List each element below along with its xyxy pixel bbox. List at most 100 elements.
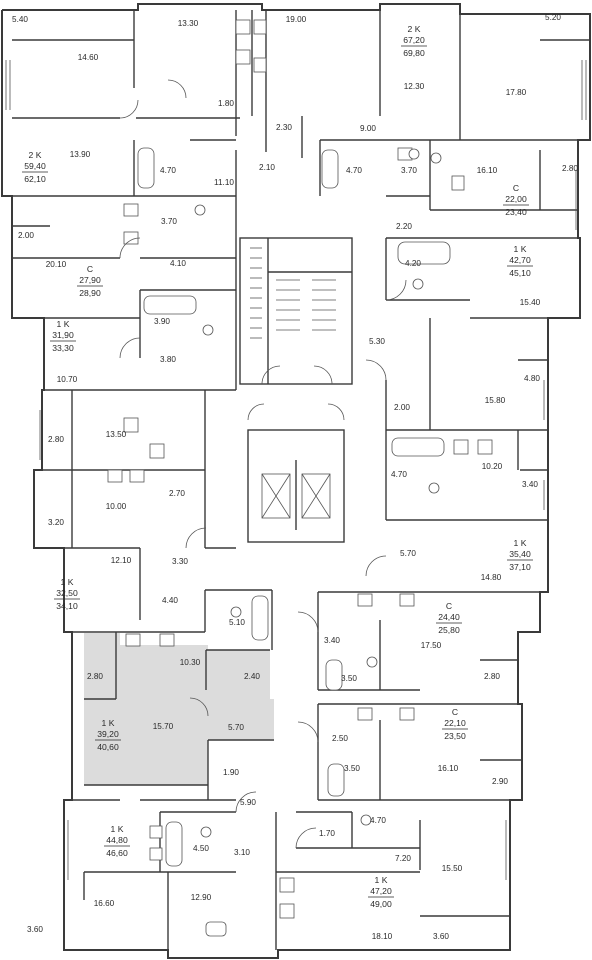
room-area-r-10-70: 10.70 — [57, 375, 78, 384]
room-area-r-16-60: 16.60 — [94, 899, 115, 908]
room-area-r-2-80a: 2.80 — [562, 164, 578, 173]
room-area-r-2-20: 2.20 — [396, 222, 412, 231]
apartment-type: C — [87, 264, 93, 274]
room-area-r-15-40: 15.40 — [520, 298, 541, 307]
apartment-type: 1 K — [375, 875, 388, 885]
apartment-type: C — [513, 183, 519, 193]
apartment-living-area: 67,20 — [403, 35, 425, 45]
room-area-r-5-10: 5.10 — [229, 618, 245, 627]
room-area-r-3-50b: 3.50 — [344, 764, 360, 773]
room-area-r-4-70d: 4.70 — [370, 816, 386, 825]
room-area-r-3-60a: 3.60 — [27, 925, 43, 934]
apartment-label-apt-1k-d[interactable]: 1 K32,50 34,10 — [54, 577, 80, 611]
room-area-r-2-00b: 2.00 — [394, 403, 410, 412]
room-area-r-10-20: 10.20 — [482, 462, 503, 471]
apartment-living-area: 22,00 — [505, 194, 527, 204]
room-area-r-3-40a: 3.40 — [522, 480, 538, 489]
elevator-shafts — [261, 473, 331, 519]
room-area-r-3-10: 3.10 — [234, 848, 250, 857]
room-area-r-7-20: 7.20 — [395, 854, 411, 863]
apartment-living-area: 22,10 — [444, 718, 466, 728]
room-area-r-5-70b: 5.70 — [228, 723, 244, 732]
kitchen-fixtures — [107, 19, 493, 919]
room-area-r-15-50: 15.50 — [442, 864, 463, 873]
apartment-total-area: 23,40 — [505, 207, 527, 217]
room-area-r-19-00: 19.00 — [286, 15, 307, 24]
room-area-r-3-60b: 3.60 — [433, 932, 449, 941]
apartment-total-area: 33,30 — [52, 343, 74, 353]
room-area-r-4-70b: 4.70 — [346, 166, 362, 175]
room-area-r-15-80: 15.80 — [485, 396, 506, 405]
room-area-r-2-80b: 2.80 — [48, 435, 64, 444]
room-area-r-5-20: 5.20 — [545, 13, 561, 22]
room-area-r-2-00a: 2.00 — [18, 231, 34, 240]
room-area-r-15-70: 15.70 — [153, 722, 174, 731]
apartment-total-area: 28,90 — [79, 288, 101, 298]
apartment-label-apt-c-a[interactable]: C22,00 23,40 — [503, 183, 529, 217]
room-area-r-10-00: 10.00 — [106, 502, 127, 511]
stairwell — [250, 247, 336, 339]
room-area-r-5-70a: 5.70 — [400, 549, 416, 558]
room-area-r-1-80a: 1.80 — [218, 99, 234, 108]
room-area-r-3-80: 3.80 — [160, 355, 176, 364]
apartment-total-area: 34,10 — [56, 601, 78, 611]
apartment-type: 1 K — [514, 244, 527, 254]
room-area-r-16-10a: 16.10 — [477, 166, 498, 175]
apartment-type: 2 K — [29, 150, 42, 160]
room-area-r-17-80: 17.80 — [506, 88, 527, 97]
room-area-r-2-80c: 2.80 — [87, 672, 103, 681]
room-area-r-4-10: 4.10 — [170, 259, 186, 268]
apartment-total-area: 40,60 — [97, 742, 119, 752]
apartment-total-area: 46,60 — [106, 848, 128, 858]
partition-walls — [12, 10, 590, 950]
highlighted-apartment[interactable] — [84, 633, 274, 785]
room-area-r-18-10: 18.10 — [372, 932, 393, 941]
room-area-r-13-90: 13.90 — [70, 150, 91, 159]
room-area-r-12-30: 12.30 — [404, 82, 425, 91]
apartment-total-area: 37,10 — [509, 562, 531, 572]
apartment-type: 1 K — [57, 319, 70, 329]
room-area-r-2-90: 2.90 — [492, 777, 508, 786]
apartment-type: 1 K — [102, 718, 115, 728]
apartment-type: 1 K — [111, 824, 124, 834]
apartment-total-area: 69,80 — [403, 48, 425, 58]
room-area-r-5-40: 5.40 — [12, 15, 28, 24]
room-area-r-11-10: 11.10 — [214, 178, 234, 187]
apartment-type: 1 K — [61, 577, 74, 587]
apartment-living-area: 35,40 — [509, 549, 531, 559]
room-area-r-17-50: 17.50 — [421, 641, 442, 650]
room-area-r-4-40: 4.40 — [162, 596, 178, 605]
apartment-total-area: 49,00 — [370, 899, 392, 909]
room-area-r-3-40b: 3.40 — [324, 636, 340, 645]
room-area-r-10-30: 10.30 — [180, 658, 201, 667]
room-area-r-4-80: 4.80 — [524, 374, 540, 383]
room-area-r-9-00: 9.00 — [360, 124, 376, 133]
room-area-r-3-20: 3.20 — [48, 518, 64, 527]
room-area-r-2-80d: 2.80 — [484, 672, 500, 681]
windows — [5, 60, 587, 880]
room-area-r-4-50: 4.50 — [193, 844, 209, 853]
room-area-r-4-70c: 4.70 — [391, 470, 407, 479]
room-area-r-4-20: 4.20 — [405, 259, 421, 268]
apartment-total-area: 45,10 — [509, 268, 531, 278]
room-area-r-2-30: 2.30 — [276, 123, 292, 132]
apartment-living-area: 32,50 — [56, 588, 78, 598]
apartment-living-area: 24,40 — [438, 612, 460, 622]
room-area-r-3-90: 3.90 — [154, 317, 170, 326]
room-area-r-5-90: 5.90 — [240, 798, 256, 807]
room-area-r-3-50a: 3.50 — [341, 674, 357, 683]
